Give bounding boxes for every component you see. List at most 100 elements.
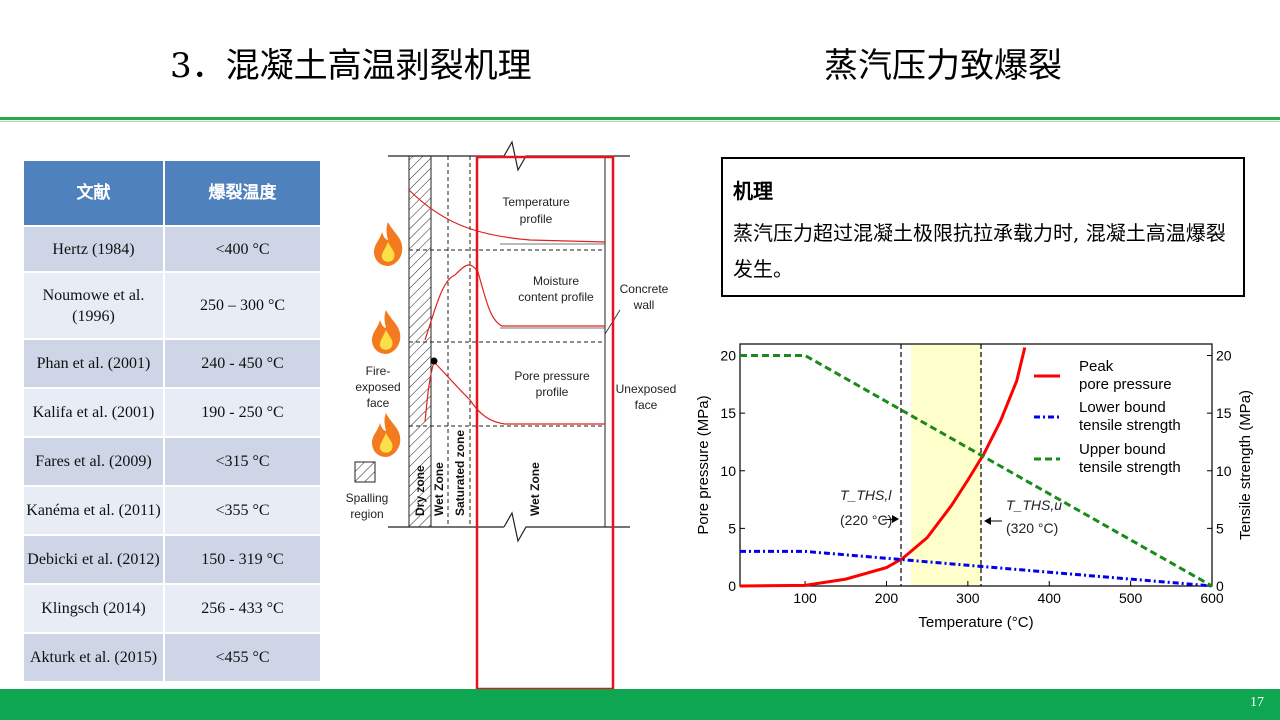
table-row: Klingsch (2014) 256 - 433 °C <box>22 583 322 634</box>
legend-label-pore-2: pore pressure <box>1079 376 1172 393</box>
legend-label-upper-2: tensile strength <box>1079 459 1181 476</box>
y-left-tick-label: 0 <box>728 578 736 594</box>
table-cell-reference: Noumowe et al. (1996) <box>22 271 165 340</box>
moisture-profile-label-2: content profile <box>518 290 594 304</box>
series-line-1 <box>740 549 1213 588</box>
table-row: Fares et al. (2009) <315 °C <box>22 436 322 487</box>
table-cell-temperature: 250 – 300 °C <box>163 271 322 340</box>
upper-threshold-symbol: T_THS,u <box>1006 497 1062 513</box>
legend-label-lower-2: tensile strength <box>1079 417 1181 434</box>
plot-frame <box>739 343 1213 587</box>
saturated-zone-label: Saturated zone <box>453 430 467 516</box>
temperature-profile-label: Temperature <box>502 195 570 209</box>
upper-arrowhead-icon <box>984 517 991 525</box>
table-row: Hertz (1984) <400 °C <box>22 225 322 273</box>
flame-icon <box>372 413 401 457</box>
lower-threshold-value: (220 °C) <box>840 512 892 528</box>
dry-zone-label: Dry zone <box>413 465 427 516</box>
spalling-legend-swatch <box>354 461 376 483</box>
table-row: Kanéma et al. (2011) <355 °C <box>22 485 322 536</box>
header-divider-thin <box>0 121 1280 122</box>
table-row: Phan et al. (2001) 240 - 450 °C <box>22 338 322 389</box>
x-axis-label: Temperature (°C) <box>918 614 1033 631</box>
table-cell-temperature: <455 °C <box>163 632 322 683</box>
x-tick-label: 500 <box>1119 590 1143 606</box>
mechanism-text: 蒸汽压力超过混凝土极限抗拉承载力时, 混凝土高温爆裂发生。 <box>733 221 1226 281</box>
concrete-wall-label: Concrete <box>620 282 669 296</box>
flame-icon <box>374 222 403 266</box>
table-cell-reference: Kalifa et al. (2001) <box>22 387 165 438</box>
peak-pressure-dot <box>430 357 438 365</box>
lower-arrowhead-icon <box>892 515 899 523</box>
table-cell-reference: Debicki et al. (2012) <box>22 534 165 585</box>
upper-threshold-value: (320 °C) <box>1006 520 1058 536</box>
x-tick-label: 100 <box>793 590 817 606</box>
table-cell-temperature: 256 - 433 °C <box>163 583 322 634</box>
temperature-profile-curve <box>408 189 606 243</box>
y-right-tick-label: 0 <box>1216 578 1224 594</box>
series-group <box>739 347 1213 588</box>
spalling-region-label-2: region <box>350 507 383 521</box>
y-right-tick-label: 5 <box>1216 520 1224 536</box>
mechanism-title: 机理 <box>733 179 773 203</box>
y-right-tick-label: 20 <box>1216 348 1232 364</box>
spalling-temperature-table: 文献 爆裂温度 Hertz (1984) <400 °C Noumowe et … <box>22 159 322 683</box>
table-cell-temperature: <400 °C <box>163 225 322 273</box>
pore-pressure-profile-label: Pore pressure <box>514 369 590 383</box>
x-tick-label: 400 <box>1038 590 1062 606</box>
table-cell-temperature: 150 - 319 °C <box>163 534 322 585</box>
y-left-tick-label: 5 <box>728 520 736 536</box>
x-axis-ticks: 100 200 300 400 500 600 <box>793 581 1224 606</box>
table-row: Akturk et al. (2015) <455 °C <box>22 632 322 683</box>
y-right-tick-label: 15 <box>1216 405 1232 421</box>
table-cell-reference: Akturk et al. (2015) <box>22 632 165 683</box>
wet-zone-label: Wet Zone <box>432 462 446 516</box>
table-cell-temperature: <315 °C <box>163 436 322 487</box>
table-cell-reference: Fares et al. (2009) <box>22 436 165 487</box>
table-row: Debicki et al. (2012) 150 - 319 °C <box>22 534 322 585</box>
mechanism-box: 机理 蒸汽压力超过混凝土极限抗拉承载力时, 混凝土高温爆裂发生。 <box>721 157 1245 297</box>
x-tick-label: 600 <box>1200 590 1224 606</box>
y-axis-right-label: Tensile strength (MPa) <box>1237 390 1254 540</box>
table-cell-reference: Klingsch (2014) <box>22 583 165 634</box>
legend-label-upper-1: Upper bound <box>1079 441 1166 458</box>
unexposed-face-label: Unexposed <box>616 382 677 396</box>
y-left-tick-label: 20 <box>720 348 736 364</box>
concrete-wall-label-2: wall <box>633 298 655 312</box>
legend-label-lower-1: Lower bound <box>1079 399 1166 416</box>
table-cell-temperature: <355 °C <box>163 485 322 536</box>
pore-pressure-profile-label-2: profile <box>536 385 569 399</box>
page-number: 17 <box>1250 695 1264 710</box>
y-axis-left-label: Pore pressure (MPa) <box>695 395 712 534</box>
table-header-reference: 文献 <box>22 159 165 227</box>
header-divider <box>0 117 1280 120</box>
chart-legend: Peak pore pressure Lower bound tensile s… <box>1034 358 1181 476</box>
unexposed-face-label-2: face <box>635 398 658 412</box>
moisture-profile-curve <box>424 264 605 341</box>
fire-exposed-label-3: face <box>367 396 390 410</box>
y-left-tick-label: 10 <box>720 463 736 479</box>
critical-temperature-band <box>911 344 981 586</box>
table-cell-reference: Kanéma et al. (2011) <box>22 485 165 536</box>
x-tick-label: 300 <box>956 590 980 606</box>
footer-bar: 17 <box>0 689 1280 720</box>
y-left-tick-label: 15 <box>720 405 736 421</box>
wall-bottom-break <box>503 511 630 543</box>
y-right-tick-label: 10 <box>1216 463 1232 479</box>
legend-label-pore-1: Peak <box>1079 358 1114 375</box>
slide-subtitle: 蒸汽压力致爆裂 <box>824 46 1062 86</box>
y-axis-right-ticks: 0 5 10 15 20 <box>1207 348 1232 594</box>
wet-zone-main-label: Wet Zone <box>528 462 542 516</box>
fire-exposed-label-2: exposed <box>355 380 400 394</box>
pore-pressure-profile-curve <box>424 360 605 425</box>
moisture-profile-label: Moisture <box>533 274 579 288</box>
y-axis-left-ticks: 0 5 10 15 20 <box>720 348 745 594</box>
table-cell-temperature: 240 - 450 °C <box>163 338 322 389</box>
spalling-region-label: Spalling <box>346 491 389 505</box>
temperature-profile-label-2: profile <box>520 212 553 226</box>
table-cell-temperature: 190 - 250 °C <box>163 387 322 438</box>
lower-threshold-symbol: T_THS,l <box>840 487 892 503</box>
slide-title: 3．混凝土高温剥裂机理 <box>170 46 532 86</box>
x-tick-label: 200 <box>875 590 899 606</box>
table-header-temperature: 爆裂温度 <box>163 159 322 227</box>
